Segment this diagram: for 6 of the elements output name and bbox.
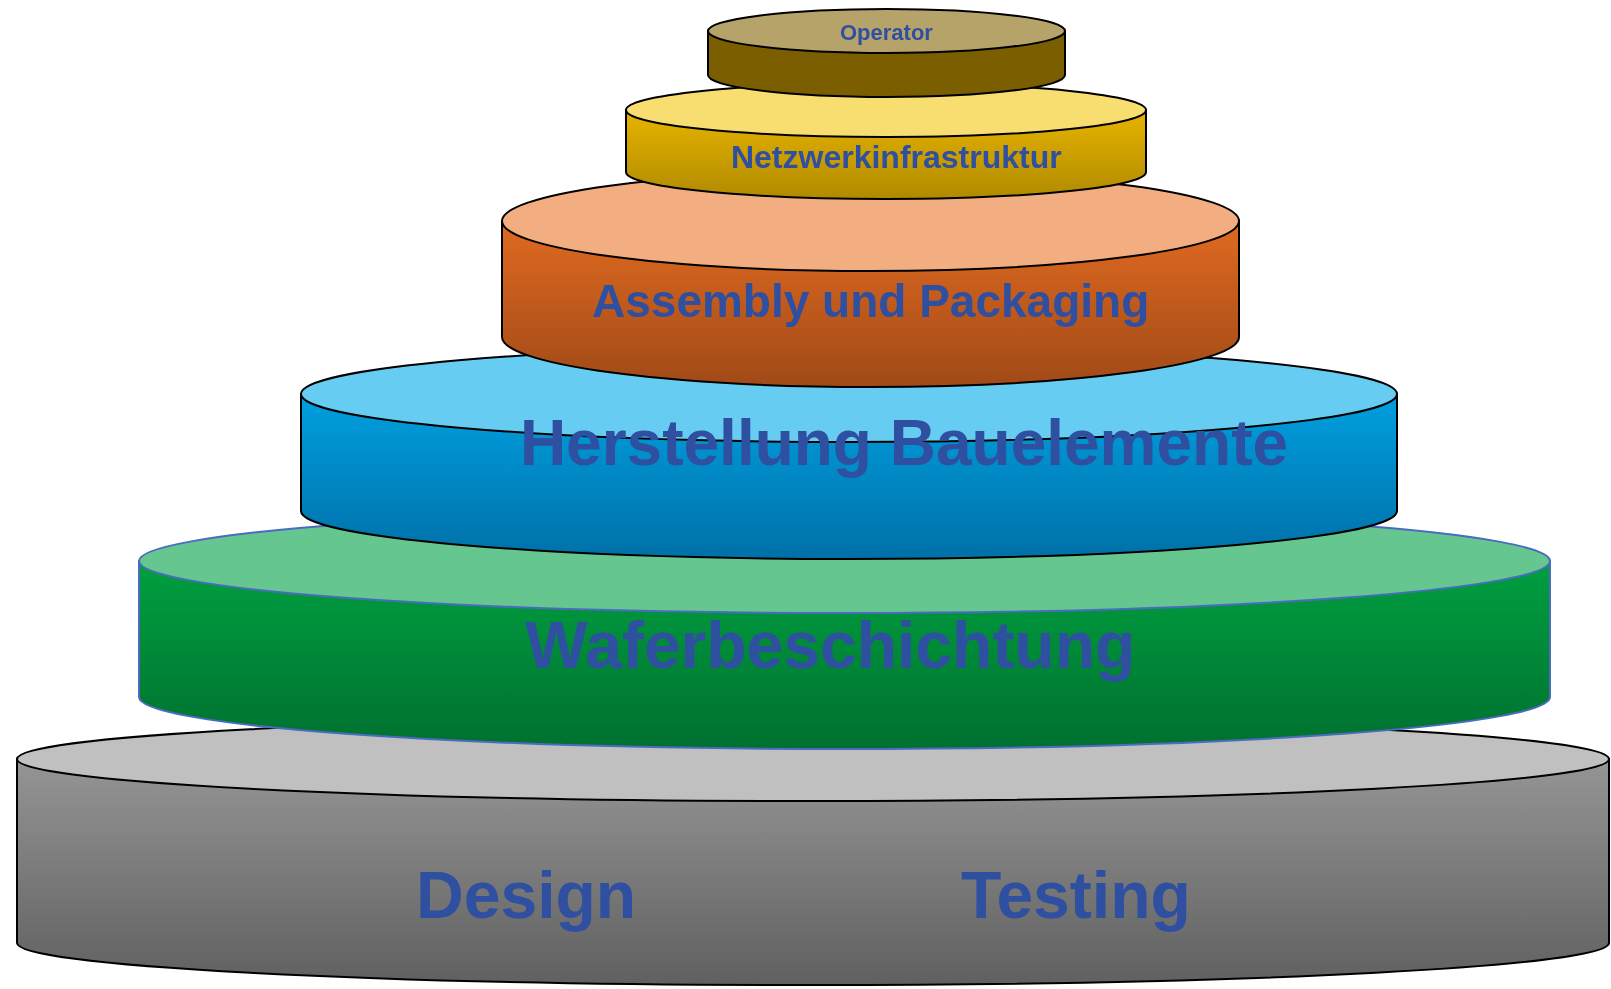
tier-label: Operator <box>840 20 933 47</box>
tier-label: Testing <box>961 857 1191 934</box>
tier-label: Netzwerkinfrastruktur <box>730 138 1062 177</box>
tier-label: Assembly und Packaging <box>592 274 1150 329</box>
tier-label: Waferbeschichtung <box>525 607 1136 684</box>
tier-label: Design <box>416 857 637 934</box>
